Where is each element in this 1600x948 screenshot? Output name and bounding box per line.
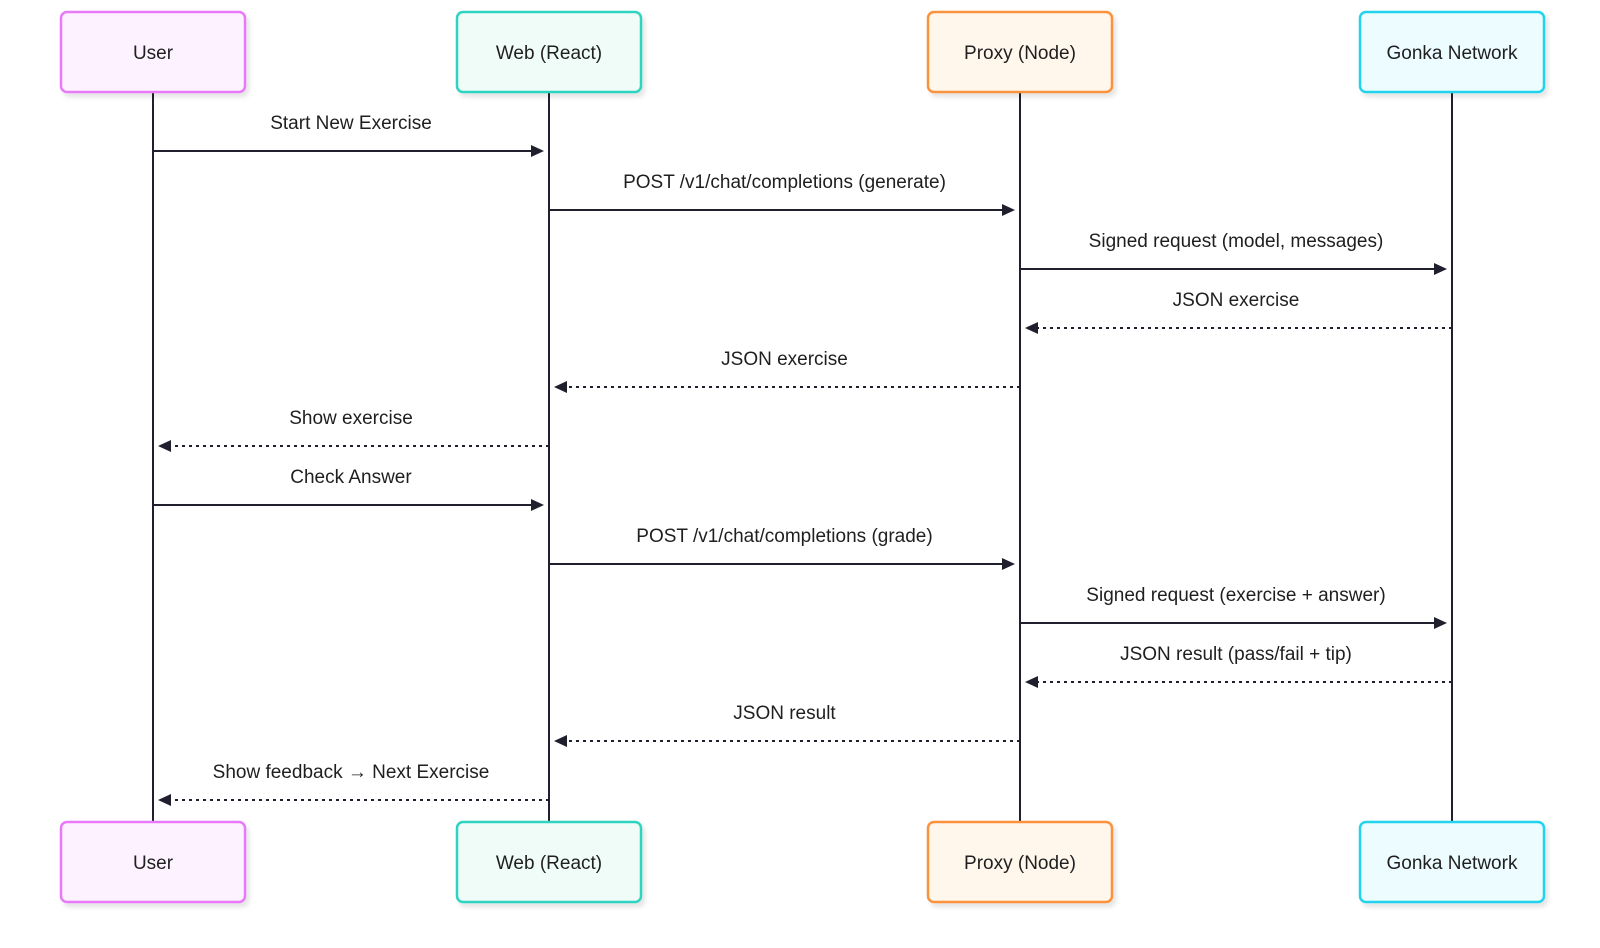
message-label: Signed request (exercise + answer) <box>1086 585 1385 606</box>
arrowhead <box>554 381 567 393</box>
participant-label: Gonka Network <box>1387 43 1518 64</box>
arrowhead <box>531 145 544 157</box>
participant-box <box>926 10 1114 94</box>
message-12: Show feedback → Next Exercise <box>158 762 549 806</box>
participant-user-bottom: User <box>59 820 247 904</box>
message-10: JSON result (pass/fail + tip) <box>1025 644 1452 688</box>
participant-label: Web (React) <box>496 43 602 64</box>
message-11: JSON result <box>554 703 1020 747</box>
participant-web-bottom: Web (React) <box>455 820 643 904</box>
message-label: POST /v1/chat/completions (grade) <box>636 526 932 547</box>
arrowhead <box>158 440 171 452</box>
participant-proxy-top: Proxy (Node) <box>926 10 1114 94</box>
participant-label: User <box>133 43 174 64</box>
participant-web-top: Web (React) <box>455 10 643 94</box>
message-label: Show feedback → Next Exercise <box>213 762 490 783</box>
message-label: JSON exercise <box>1173 290 1300 311</box>
participant-box <box>455 10 643 94</box>
lifelines <box>152 92 1453 822</box>
participant-box <box>59 820 247 904</box>
message-1: Start New Exercise <box>153 113 544 157</box>
message-label: Check Answer <box>290 467 412 488</box>
message-label: POST /v1/chat/completions (generate) <box>623 172 946 193</box>
message-label: Signed request (model, messages) <box>1089 231 1384 252</box>
participant-box <box>1358 10 1546 94</box>
message-label: JSON exercise <box>721 349 848 370</box>
arrowhead <box>158 794 171 806</box>
participant-label: Proxy (Node) <box>964 853 1076 874</box>
arrowhead <box>1002 558 1015 570</box>
message-label: JSON result <box>733 703 836 724</box>
arrowhead <box>1025 322 1038 334</box>
arrowhead <box>1434 617 1447 629</box>
participant-box <box>455 820 643 904</box>
message-label: Show exercise <box>289 408 413 429</box>
message-8: POST /v1/chat/completions (grade) <box>549 526 1015 570</box>
message-3: Signed request (model, messages) <box>1020 231 1447 275</box>
message-4: JSON exercise <box>1025 290 1452 334</box>
participant-label: Web (React) <box>496 853 602 874</box>
message-7: Check Answer <box>153 467 544 511</box>
arrowhead <box>554 735 567 747</box>
participant-gonka-bottom: Gonka Network <box>1358 820 1546 904</box>
participant-label: Gonka Network <box>1387 853 1518 874</box>
message-9: Signed request (exercise + answer) <box>1020 585 1447 629</box>
participant-proxy-bottom: Proxy (Node) <box>926 820 1114 904</box>
message-2: POST /v1/chat/completions (generate) <box>549 172 1015 216</box>
message-label: Start New Exercise <box>270 113 432 134</box>
arrowhead <box>1002 204 1015 216</box>
message-6: Show exercise <box>158 408 549 452</box>
participant-box <box>59 10 247 94</box>
arrowhead <box>1025 676 1038 688</box>
participant-gonka-top: Gonka Network <box>1358 10 1546 94</box>
arrowhead <box>531 499 544 511</box>
participant-box <box>926 820 1114 904</box>
participant-label: User <box>133 853 174 874</box>
participant-user-top: User <box>59 10 247 94</box>
message-5: JSON exercise <box>554 349 1020 393</box>
arrowhead <box>1434 263 1447 275</box>
participant-box <box>1358 820 1546 904</box>
message-label: JSON result (pass/fail + tip) <box>1120 644 1352 665</box>
participant-label: Proxy (Node) <box>964 43 1076 64</box>
